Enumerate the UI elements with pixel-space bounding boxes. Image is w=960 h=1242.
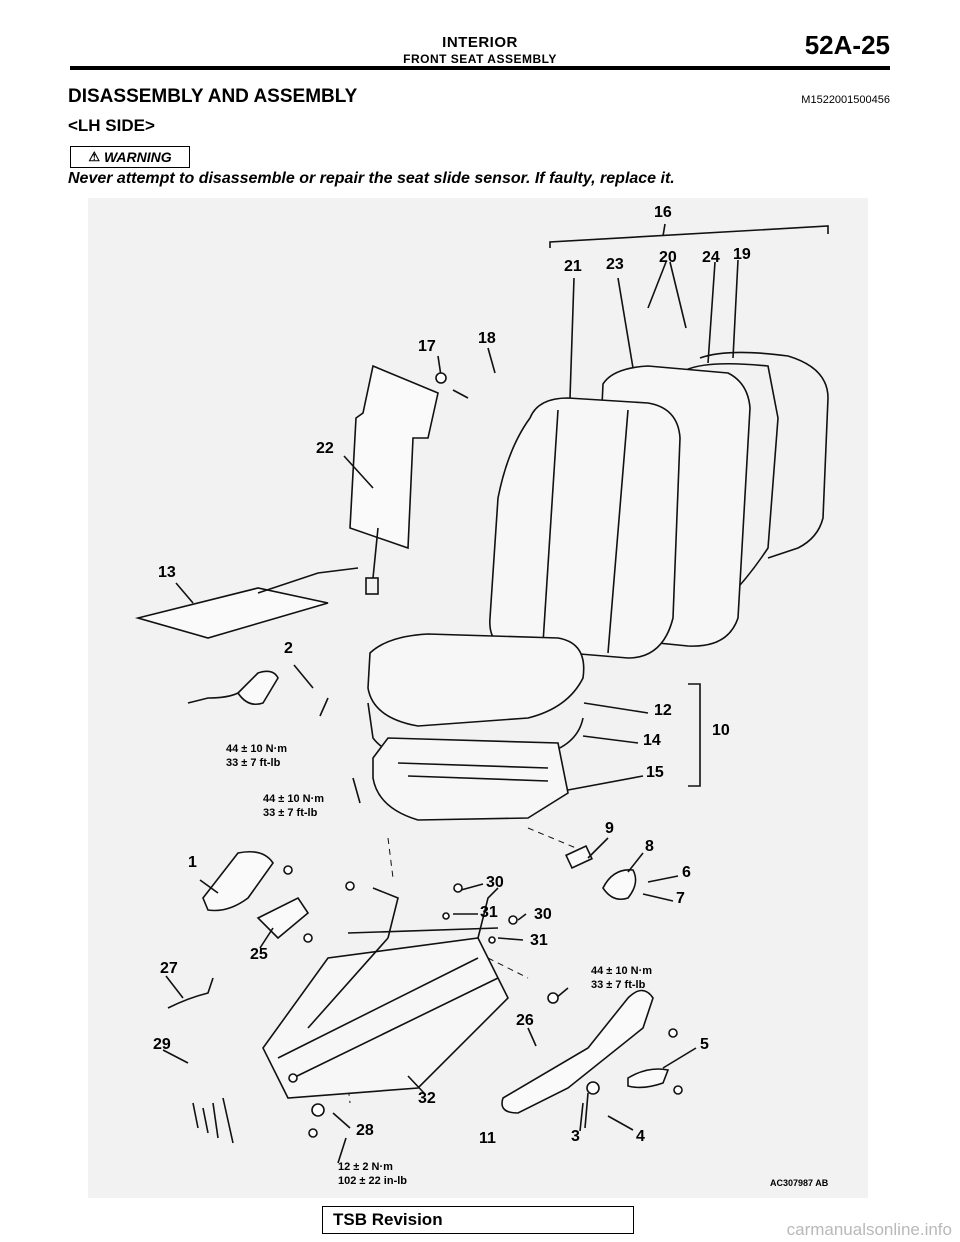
callout-12: 12 [654,702,672,719]
torque-imperial: 33 ± 7 ft-lb [226,757,281,769]
callout-18: 18 [478,330,496,347]
callout-26: 26 [516,1012,534,1029]
header-rule [70,66,890,70]
callout-3: 3 [571,1128,580,1145]
callout-21: 21 [564,258,582,275]
callout-10: 10 [712,722,730,739]
torque-nm: 44 ± 10 N·m [263,793,325,805]
section-title: DISASSEMBLY AND ASSEMBLY [68,86,358,107]
callout-24: 24 [702,249,720,266]
torque-imperial: 102 ± 22 in-lb [338,1175,408,1187]
tsb-revision-label: TSB Revision [333,1210,443,1229]
section-code: M1522001500456 [801,94,890,106]
callout-25: 25 [250,946,268,963]
callout-14: 14 [643,732,661,749]
header-title: INTERIOR [442,34,518,51]
warning-text: Never attempt to disassemble or repair t… [68,170,675,187]
callout-31-upper: 31 [480,904,498,921]
callout-28: 28 [356,1122,374,1139]
callout-29: 29 [153,1036,171,1053]
callout-4: 4 [636,1128,645,1145]
warning-triangle-icon: ⚠ [88,149,100,164]
callout-22: 22 [316,440,334,457]
callout-5: 5 [700,1036,709,1053]
header-subtitle: FRONT SEAT ASSEMBLY [403,52,557,66]
callout-16: 16 [654,204,672,221]
callout-13: 13 [158,564,176,581]
torque-nm: 44 ± 10 N·m [591,965,653,977]
callout-2: 2 [284,640,293,657]
exploded-view-figure: 16 21 23 20 24 19 17 18 22 13 2 12 10 14… [88,198,868,1198]
callout-9: 9 [605,820,614,837]
callout-32: 32 [418,1090,436,1107]
callout-17: 17 [418,338,436,355]
callout-1: 1 [188,854,197,871]
callout-15: 15 [646,764,664,781]
callout-6: 6 [682,864,691,881]
torque-spec-frame-bolt: 44 ± 10 N·m 33 ± 7 ft-lb [263,792,324,820]
callout-20: 20 [659,249,677,266]
torque-imperial: 33 ± 7 ft-lb [263,807,318,819]
side-label: <LH SIDE> [68,116,155,135]
warning-label: WARNING [103,149,172,165]
page-number: 52A-25 [804,30,890,60]
watermark: carmanualsonline.info [786,1220,952,1239]
callout-19: 19 [733,246,751,263]
warning-badge: ⚠ WARNING [70,146,190,168]
torque-imperial: 33 ± 7 ft-lb [591,979,646,991]
torque-nm: 12 ± 2 N·m [338,1161,393,1173]
callout-11: 11 [479,1130,496,1147]
torque-spec-buckle: 44 ± 10 N·m 33 ± 7 ft-lb [226,742,287,770]
callout-7: 7 [676,890,685,907]
callout-30-upper: 30 [486,874,504,891]
torque-spec-side-bolt: 44 ± 10 N·m 33 ± 7 ft-lb [591,964,652,992]
callout-27: 27 [160,960,178,977]
callout-8: 8 [645,838,654,855]
figure-code: AC307987 AB [770,1178,829,1188]
callout-31-lower: 31 [530,932,548,949]
seat-assembly-drawing [134,223,829,1164]
tsb-revision-box: TSB Revision [322,1206,634,1234]
torque-nm: 44 ± 10 N·m [226,743,288,755]
callout-23: 23 [606,256,624,273]
callout-30-lower: 30 [534,906,552,923]
torque-spec-anchor-bolt: 12 ± 2 N·m 102 ± 22 in-lb [338,1160,407,1188]
